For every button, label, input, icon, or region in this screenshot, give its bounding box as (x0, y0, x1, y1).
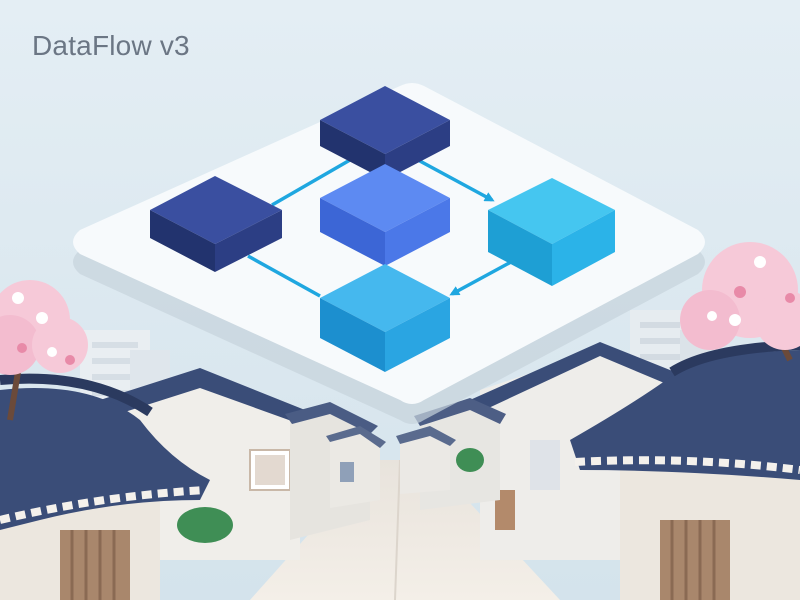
edge-navytop-cyanright (417, 158, 495, 202)
edge-navyleft-cyanbottom (247, 254, 321, 298)
node-cyan-bottom (320, 264, 450, 372)
node-navy-left (150, 176, 282, 272)
alley-icon (250, 460, 560, 600)
cherry-blossom-icon-right (680, 242, 800, 362)
hanok-roof-icon-right (570, 340, 800, 600)
cherry-blossom-icon (0, 280, 88, 421)
edge-navyleft-navytop (271, 158, 351, 207)
node-royal-center (320, 164, 450, 266)
node-navy-top (320, 86, 450, 180)
node-cyan-right (488, 178, 615, 286)
hanok-roof-icon (0, 373, 210, 600)
brand-title: DataFlow v3 (32, 30, 190, 61)
diagram-edges (247, 158, 523, 298)
